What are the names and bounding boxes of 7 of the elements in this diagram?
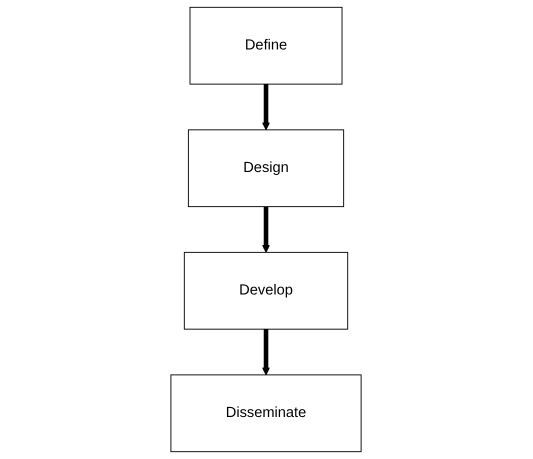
arrow bbox=[262, 206, 271, 253]
node-box: Develop bbox=[184, 252, 349, 330]
node-box: Define bbox=[190, 6, 343, 85]
arrow bbox=[262, 329, 271, 376]
arrow bbox=[262, 84, 271, 130]
node-box: Disseminate bbox=[170, 374, 362, 452]
node-box: Design bbox=[188, 129, 345, 208]
